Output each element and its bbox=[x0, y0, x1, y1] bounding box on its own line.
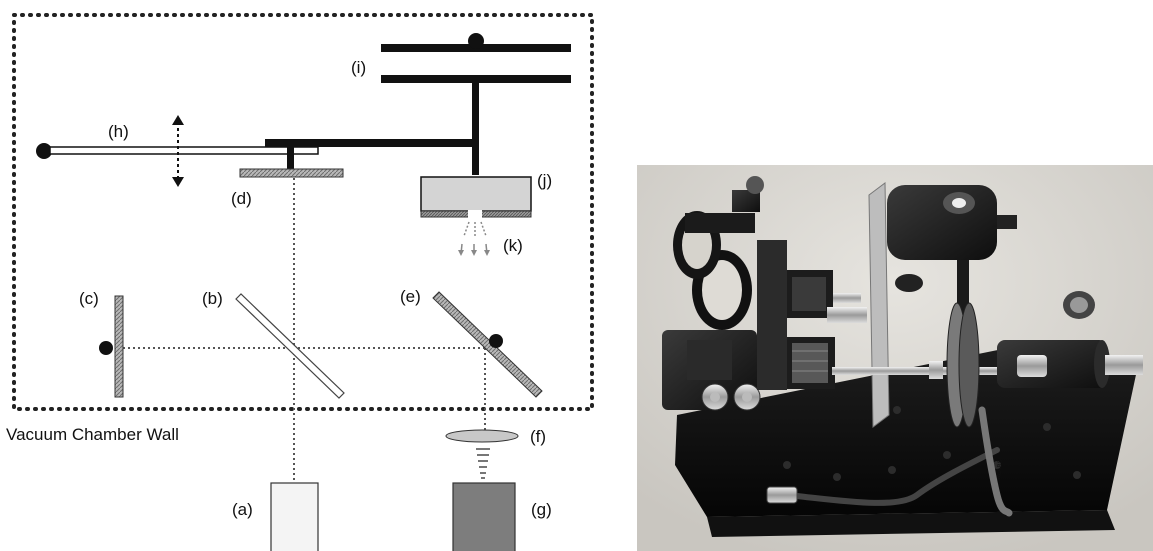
component-b-beamsplitter bbox=[236, 294, 344, 398]
component-c-mirror bbox=[99, 296, 123, 397]
label-k: (k) bbox=[503, 236, 523, 255]
component-h-cantilever bbox=[36, 139, 479, 169]
label-g: (g) bbox=[531, 500, 552, 519]
component-a-source bbox=[271, 483, 318, 551]
label-b: (b) bbox=[202, 289, 223, 308]
kinematic-mount bbox=[662, 330, 760, 410]
component-j-block bbox=[421, 177, 531, 218]
component-d-mirror bbox=[240, 169, 343, 177]
label-j: (j) bbox=[537, 171, 552, 190]
component-g-detector bbox=[453, 483, 515, 551]
vacuum-chamber-label: Vacuum Chamber Wall bbox=[6, 425, 179, 444]
component-e-mirror bbox=[433, 292, 542, 397]
label-h: (h) bbox=[108, 122, 129, 141]
label-e: (e) bbox=[400, 287, 421, 306]
component-i-plates bbox=[381, 33, 571, 175]
translation-stage-lower bbox=[785, 337, 835, 389]
component-f-lens bbox=[446, 430, 518, 442]
apparatus-photo: THORLABS bbox=[637, 165, 1153, 551]
diverging-light bbox=[476, 449, 490, 478]
label-c: (c) bbox=[79, 289, 99, 308]
label-a: (a) bbox=[232, 500, 253, 519]
label-f: (f) bbox=[530, 427, 546, 446]
label-d: (d) bbox=[231, 189, 252, 208]
component-k-emission bbox=[458, 222, 490, 256]
label-i: (i) bbox=[351, 58, 366, 77]
